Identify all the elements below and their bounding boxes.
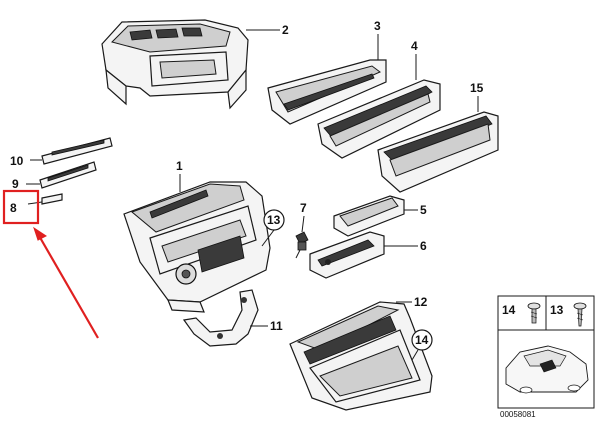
callout-6: 6	[420, 239, 427, 253]
part-12-lower-console	[289, 301, 433, 411]
drawing-number: 00058081	[500, 410, 536, 419]
callout-14-marker	[411, 329, 433, 361]
callout-5: 5	[420, 203, 427, 217]
part-7-clip	[295, 215, 309, 259]
part-11-bracket	[182, 289, 268, 347]
highlight-arrow	[33, 226, 99, 339]
part-8-strip	[27, 193, 63, 205]
highlight-box-8	[2, 189, 40, 225]
callout-1: 1	[176, 159, 183, 173]
callout-8: 8	[10, 201, 17, 215]
screw-13-icon	[573, 302, 587, 327]
part-3-tray	[267, 34, 387, 125]
callout-2: 2	[282, 23, 289, 37]
callout-14: 14	[415, 333, 429, 347]
part-15-tray	[377, 96, 499, 193]
screw-14-icon	[527, 302, 541, 324]
part-10-strip	[30, 137, 113, 165]
callout-12: 12	[414, 295, 428, 309]
part-6-tray	[309, 231, 418, 279]
callout-7: 7	[300, 201, 307, 215]
inset-label-13: 13	[550, 303, 564, 317]
car-outline-icon	[505, 345, 589, 394]
callout-4: 4	[411, 39, 418, 53]
part-2-console-frame	[101, 19, 280, 110]
callout-9: 9	[12, 177, 19, 191]
callout-10: 10	[10, 154, 24, 168]
callout-3: 3	[374, 19, 381, 33]
part-9-strip	[26, 161, 97, 189]
part-4-tray	[317, 54, 441, 159]
callout-15: 15	[470, 81, 484, 95]
part-1-center-console	[123, 174, 271, 313]
hardware-inset	[497, 295, 595, 409]
inset-label-14: 14	[502, 303, 516, 317]
callout-13: 13	[267, 213, 281, 227]
callout-13-marker	[261, 209, 285, 247]
callout-11: 11	[270, 319, 283, 333]
part-5-tray	[333, 195, 418, 237]
